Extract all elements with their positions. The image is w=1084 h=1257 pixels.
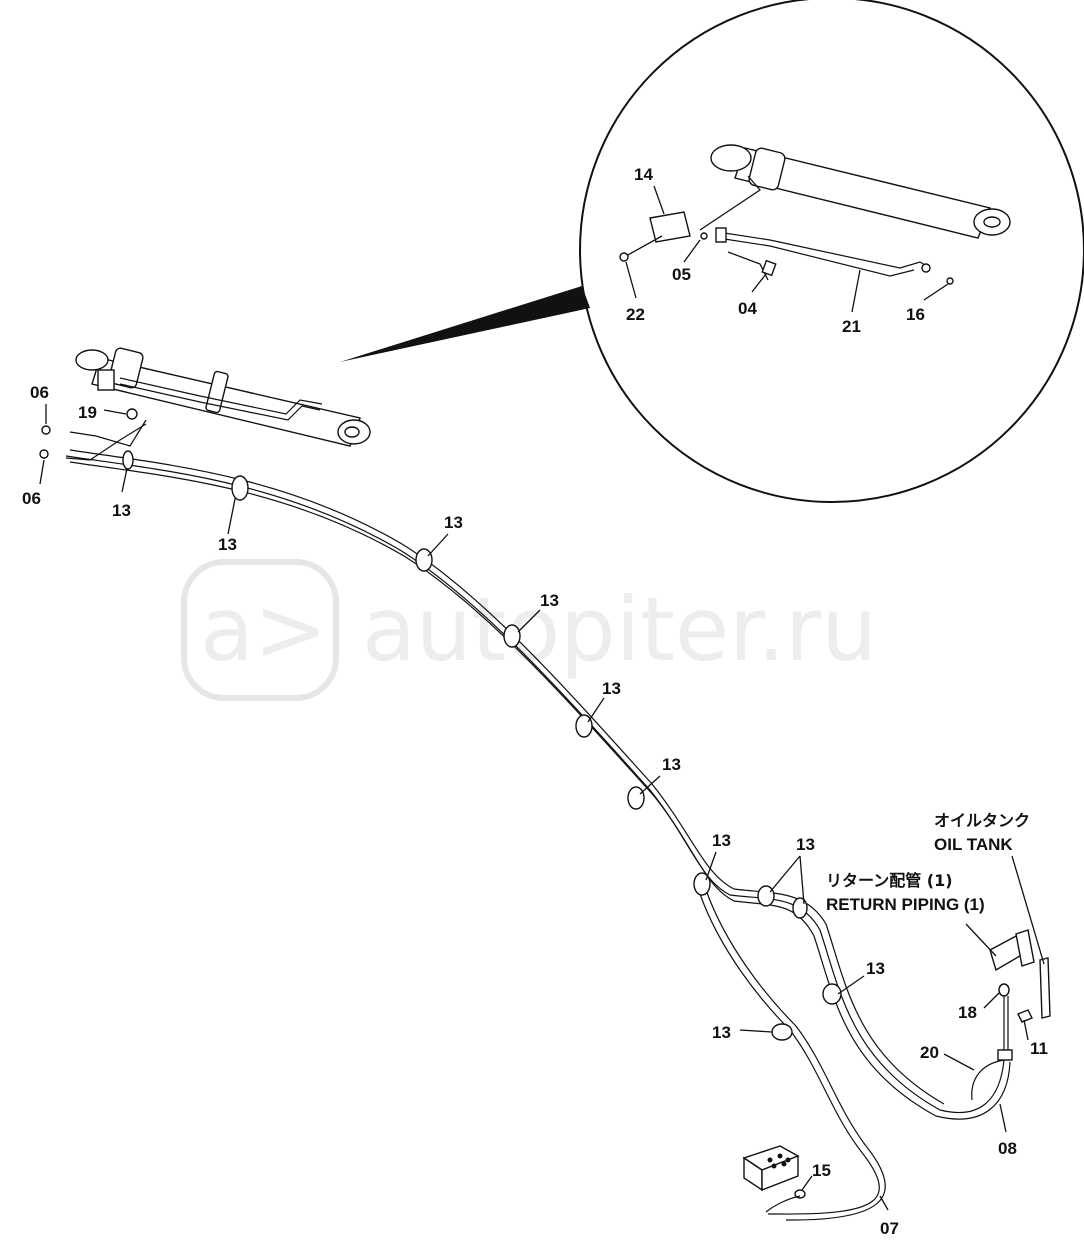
watermark-logo-mark: a> (200, 578, 328, 681)
fitting-19 (126, 408, 138, 420)
callout-08: 08 (998, 1139, 1017, 1158)
return-piping-label-en: RETURN PIPING (1) (826, 895, 985, 914)
control-valve: 15 07 (742, 1145, 899, 1238)
clamp (122, 450, 134, 470)
callout-13-d: 13 (540, 591, 559, 610)
callout-13-g: 13 (712, 831, 731, 850)
clamp (822, 983, 842, 1005)
callout-21: 21 (842, 317, 861, 336)
callout-07: 07 (880, 1219, 899, 1238)
callout-13-h: 13 (796, 835, 815, 854)
detail-pipe (717, 231, 931, 269)
callout-19: 19 (78, 403, 97, 422)
oil-tank-label-en: OIL TANK (934, 835, 1013, 854)
callout-15: 15 (812, 1161, 831, 1180)
detail-oring (700, 232, 708, 240)
callout-13-i: 13 (866, 959, 885, 978)
detail-cylinder (699, 144, 1011, 239)
detail-view: 14 05 22 04 21 16 (340, 0, 1084, 503)
callout-13-b: 13 (218, 535, 237, 554)
callout-06-upper: 06 (30, 383, 49, 402)
callout-11: 11 (1030, 1039, 1048, 1058)
callout-18: 18 (958, 1003, 977, 1022)
callout-13-c: 13 (444, 513, 463, 532)
detail-bolt (625, 235, 663, 257)
watermark-text: autopiter.ru (362, 578, 877, 681)
clamp (792, 897, 808, 919)
callout-22: 22 (626, 305, 645, 324)
callout-06-lower: 06 (22, 489, 41, 508)
fitting-06-upper (41, 425, 51, 435)
return-piping-label-jp: リターン配管 (1) (826, 871, 953, 890)
clamp (231, 475, 249, 501)
clamp (627, 786, 645, 810)
detail-flange (649, 211, 691, 243)
callout-13-f: 13 (662, 755, 681, 774)
clamp (771, 1023, 793, 1041)
callout-04: 04 (738, 299, 757, 318)
oil-tank-label-jp: オイルタンク (934, 811, 1030, 830)
clamp (503, 624, 521, 648)
return-piping-area: 18 11 20 08 オイルタンク OIL TANK リターン配管 (1) R… (826, 811, 1051, 1158)
callout-20: 20 (920, 1043, 939, 1062)
clamp (415, 548, 433, 572)
callout-13-a: 13 (112, 501, 131, 520)
oil-tank-port (1039, 957, 1051, 1019)
callout-14: 14 (634, 165, 653, 184)
fitting (997, 1049, 1013, 1061)
hose-bundle: 13 13 13 13 13 13 13 13 (65, 449, 1011, 1221)
detail-pointer (340, 286, 590, 362)
fitting-11 (1017, 1009, 1033, 1023)
fitting-06-lower (39, 449, 49, 459)
callout-05: 05 (672, 265, 691, 284)
watermark: a> autopiter.ru (181, 559, 877, 701)
clamp (575, 714, 593, 738)
callout-13-j: 13 (712, 1023, 731, 1042)
oring-18 (998, 983, 1010, 997)
callout-16: 16 (906, 305, 925, 324)
callout-13-e: 13 (602, 679, 621, 698)
main-cylinder (75, 347, 371, 447)
clamp (757, 885, 775, 907)
